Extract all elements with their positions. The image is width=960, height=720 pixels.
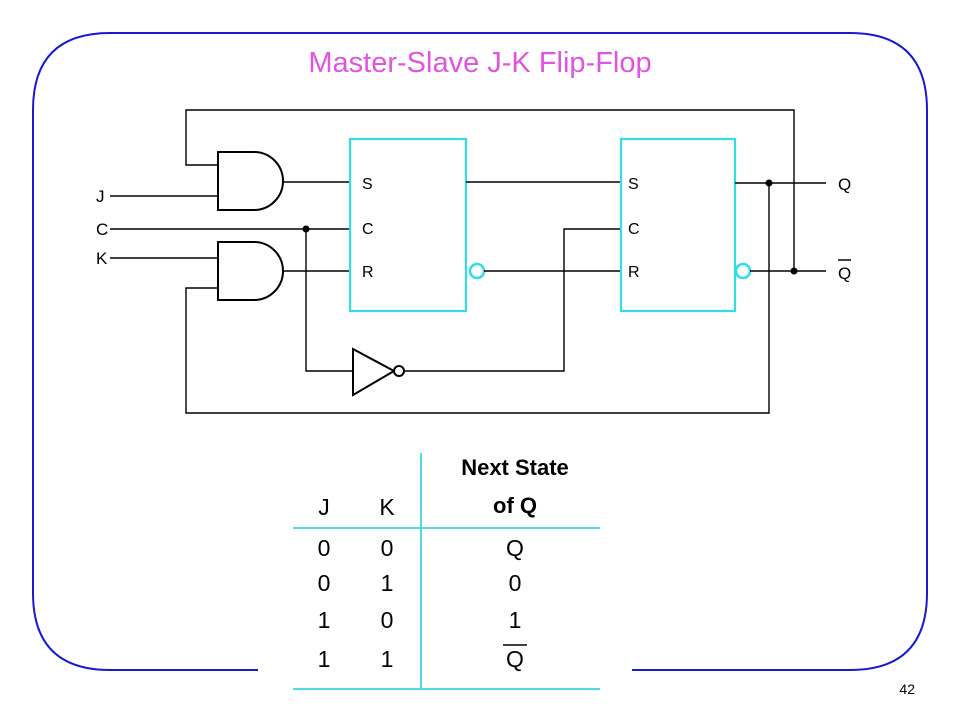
wire-inverter-to-slave-c	[404, 228, 621, 372]
table-cell-next: Q	[506, 535, 524, 561]
junction-q	[765, 179, 773, 187]
table-cell-k: 1	[381, 646, 394, 672]
table-header-of-q: of Q	[493, 493, 537, 518]
wire-feedback-q	[185, 183, 770, 414]
inverter-bubble	[393, 365, 405, 377]
table-cell-j: 0	[318, 570, 331, 596]
master-output-bubble	[468, 262, 486, 280]
slave-pin-r: R	[628, 264, 640, 281]
master-pin-c: C	[362, 221, 374, 238]
table-cell-k: 1	[381, 570, 394, 596]
table-cell-next: 0	[509, 570, 522, 596]
table-cell-k: 0	[381, 535, 394, 561]
master-flipflop	[348, 137, 468, 313]
output-label-q-bar: Q	[838, 264, 851, 283]
output-label-q: Q	[838, 175, 851, 194]
slave-flipflop	[619, 137, 737, 313]
table-cell-j: 1	[318, 607, 331, 633]
page-number: 42	[899, 681, 915, 697]
input-label-j: J	[96, 187, 105, 206]
table-cell-j: 0	[318, 535, 331, 561]
wire-clock-to-inverter	[305, 229, 353, 372]
junction-qbar	[790, 267, 798, 275]
slave-pin-s: S	[628, 176, 639, 193]
input-label-k: K	[96, 249, 108, 268]
table-header-j: J	[318, 494, 330, 520]
table-cell-next: 1	[509, 607, 522, 633]
inverter	[352, 347, 397, 397]
master-pin-s: S	[362, 176, 373, 193]
master-pin-r: R	[362, 264, 374, 281]
slave-pin-c: C	[628, 221, 640, 238]
input-label-c: C	[96, 220, 108, 239]
wire-feedback-qbar	[185, 109, 795, 271]
table-cell-k: 0	[381, 607, 394, 633]
slide-frame	[32, 32, 928, 671]
and-gate-k	[217, 241, 284, 301]
slide-title: Master-Slave J-K Flip-Flop	[308, 47, 651, 79]
circuit-diagram: J C K S C R S C R	[96, 109, 851, 414]
table-cell-next: Q	[506, 646, 524, 672]
table-cell-j: 1	[318, 646, 331, 672]
truth-table: J K Next State of Q 0 0 Q 0 1 0 1 0 1 1 …	[293, 453, 600, 690]
table-header-next-state: Next State	[461, 455, 569, 480]
table-header-k: K	[379, 494, 395, 520]
slave-output-bubble	[734, 262, 752, 280]
and-gate-j	[217, 151, 284, 211]
